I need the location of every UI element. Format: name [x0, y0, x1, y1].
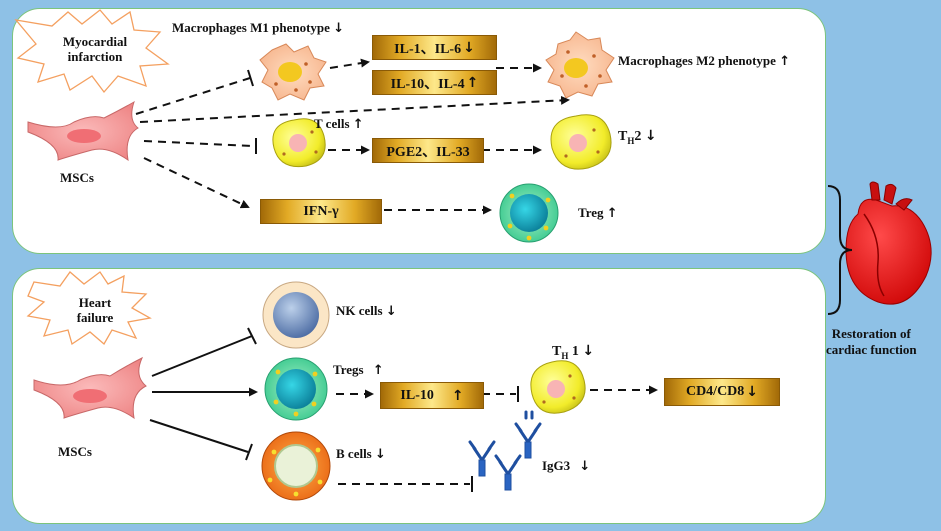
- inhibit-bar-bcell: [245, 443, 253, 461]
- outcome-label: Restoration of cardiac function: [826, 326, 917, 358]
- msc-label-bottom: MSCs: [58, 444, 92, 459]
- th1-label: TH 1 ↓: [552, 343, 595, 361]
- inhibit-bar-nk: [247, 327, 257, 345]
- nk-arrow: ↓: [385, 304, 397, 319]
- m2-arrow: ↑: [779, 54, 791, 69]
- line-msc-to-tcell: [143, 140, 253, 147]
- th2-label: TH2 ↓: [618, 128, 657, 146]
- igg3-arrow: ↓: [579, 459, 591, 474]
- heart-icon: [845, 181, 932, 305]
- msc-nucleus-bottom: [73, 389, 107, 403]
- t-cell-nucleus: [289, 134, 307, 152]
- antibody-icon: [514, 410, 542, 459]
- nk-nucleus: [273, 292, 319, 338]
- outcome-line1: Restoration of: [831, 326, 911, 341]
- box-il10-bottom-text: IL-10: [400, 387, 434, 403]
- outcome-line2: cardiac function: [826, 342, 917, 357]
- box-il10-il4: IL-10、IL-4 ↑: [372, 70, 497, 95]
- line-msc-to-ifn: [143, 157, 250, 209]
- treg-nucleus-bottom: [276, 369, 316, 409]
- bcells-label: B cells ↓: [336, 446, 386, 462]
- line-msc-to-m2: [139, 95, 570, 123]
- box-cd4-cd8: CD4/CD8 ↓: [664, 378, 780, 406]
- tregs-label: Tregs ↑: [333, 362, 384, 378]
- b-cell-nucleus: [274, 444, 318, 488]
- inhibit-bar-m1: [247, 69, 254, 87]
- starburst-top: [14, 9, 170, 94]
- box-cd4-cd8-arrow: ↓: [746, 384, 759, 400]
- tcells-arrow: ↑: [352, 117, 364, 132]
- box-cd4-cd8-text: CD4/CD8: [685, 384, 745, 399]
- msc-nucleus-top: [67, 129, 101, 143]
- antibody-icon: [468, 440, 496, 477]
- trigger-heart-failure: Heart failure: [76, 295, 114, 325]
- line-m1-to-il1: [329, 58, 370, 69]
- treg-label-top: Treg ↑: [578, 205, 618, 221]
- msc-label-top: MSCs: [60, 170, 94, 185]
- bcells-arrow: ↓: [375, 447, 386, 462]
- th2-arrow: ↓: [644, 128, 657, 144]
- starburst-bottom: [26, 271, 152, 346]
- box-il10-il4-arrow: ↑: [466, 74, 479, 91]
- m1-label: Macrophages M1 phenotype ↓: [172, 20, 345, 36]
- box-il10-bottom: IL-10 ↑: [380, 382, 484, 409]
- box-il10-il4-text: IL-10、IL-4: [390, 76, 465, 92]
- tregs-arrow: ↑: [372, 363, 384, 378]
- box-pge2-il33: PGE2、IL-33: [372, 138, 484, 163]
- box-il1-il6-text: IL-1、IL-6: [394, 41, 462, 57]
- line-msc-to-nk: [151, 335, 253, 377]
- treg-nucleus-top: [510, 194, 548, 232]
- trigger-myocardial-infarction: Myocardial infarction: [62, 34, 128, 64]
- box-il1-il6-arrow: ↓: [463, 39, 475, 56]
- tcells-label: T cells ↑: [314, 116, 364, 132]
- th1-arrow: ↓: [582, 343, 595, 359]
- box-il1-il6: IL-1、IL-6 ↓: [372, 35, 497, 60]
- m2-label: Macrophages M2 phenotype ↑: [618, 53, 791, 69]
- nk-label: NK cells ↓: [336, 303, 397, 319]
- th2-nucleus: [569, 134, 587, 152]
- m1-nucleus: [278, 62, 302, 82]
- m2-nucleus: [564, 58, 588, 78]
- brace: [827, 185, 853, 315]
- line-msc-to-bcell: [149, 419, 249, 453]
- m1-arrow: ↓: [333, 21, 345, 36]
- line-msc-to-m1: [135, 77, 251, 115]
- box-ifn-gamma: IFN-γ: [260, 199, 382, 224]
- box-ifn-gamma-text: IFN-γ: [303, 203, 339, 219]
- msc-cell-bottom: [33, 356, 147, 420]
- treg-arrow-top: ↑: [606, 206, 618, 221]
- antibody-icon: [494, 454, 522, 491]
- igg3-label: IgG3 ↓: [542, 458, 591, 474]
- box-il10-bottom-arrow: ↑: [451, 387, 464, 404]
- box-pge2-il33-text: PGE2、IL-33: [386, 144, 470, 160]
- th1-nucleus: [547, 380, 565, 398]
